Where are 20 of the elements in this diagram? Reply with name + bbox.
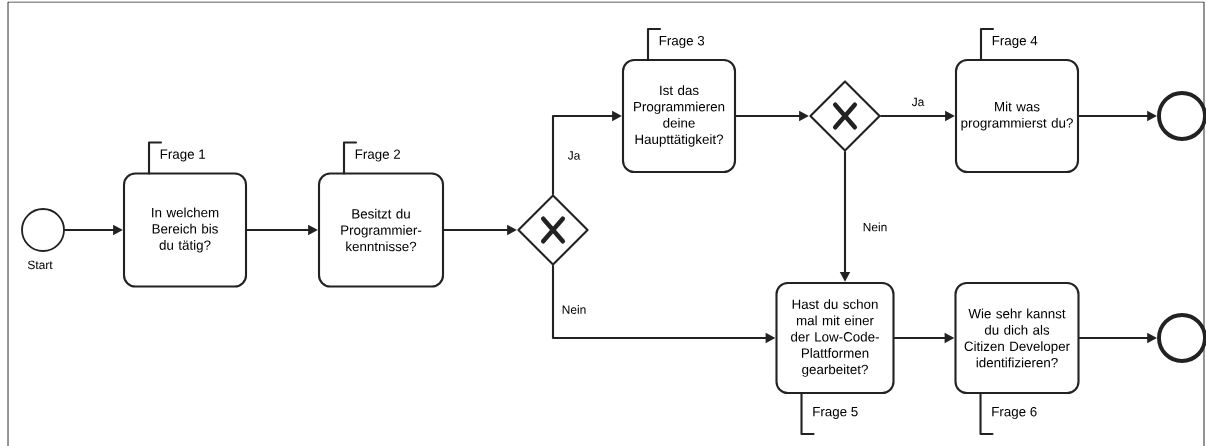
annotation-text: Frage 1 [160,149,206,162]
annotation-text: Frage 6 [992,406,1037,420]
annotation-text: Frage 2 [355,149,401,162]
gateway-diamond [809,80,881,152]
task-box: Ist das Programmieren deine Haupttätigkeit? [621,58,737,174]
edge-label: Ja [566,149,582,162]
task-box: Besitzt du Programmier- kenntnisse? [317,172,445,288]
task-box: Hast du schon mal mit einer der Low-Code- Plattformen gearbeitet? [775,281,895,395]
gateway-diamond [517,194,589,266]
event-label: Start [27,260,53,270]
edge-label: Nein [560,303,588,316]
task-box: Wie sehr kannst du dich als Citizen Developer identifizieren? [954,281,1080,395]
annotation-text: Frage 5 [813,407,858,419]
annotation-text: Frage 4 [992,36,1038,48]
annotation-text: Frage 3 [659,35,705,49]
task-box: Mit was programmierst du? [954,58,1080,174]
task-box: In welchem Bereich bis du tätig? [122,172,248,288]
edge-label: Nein [861,221,889,233]
edge-label: Ja [910,96,926,108]
start-circle [21,208,65,252]
